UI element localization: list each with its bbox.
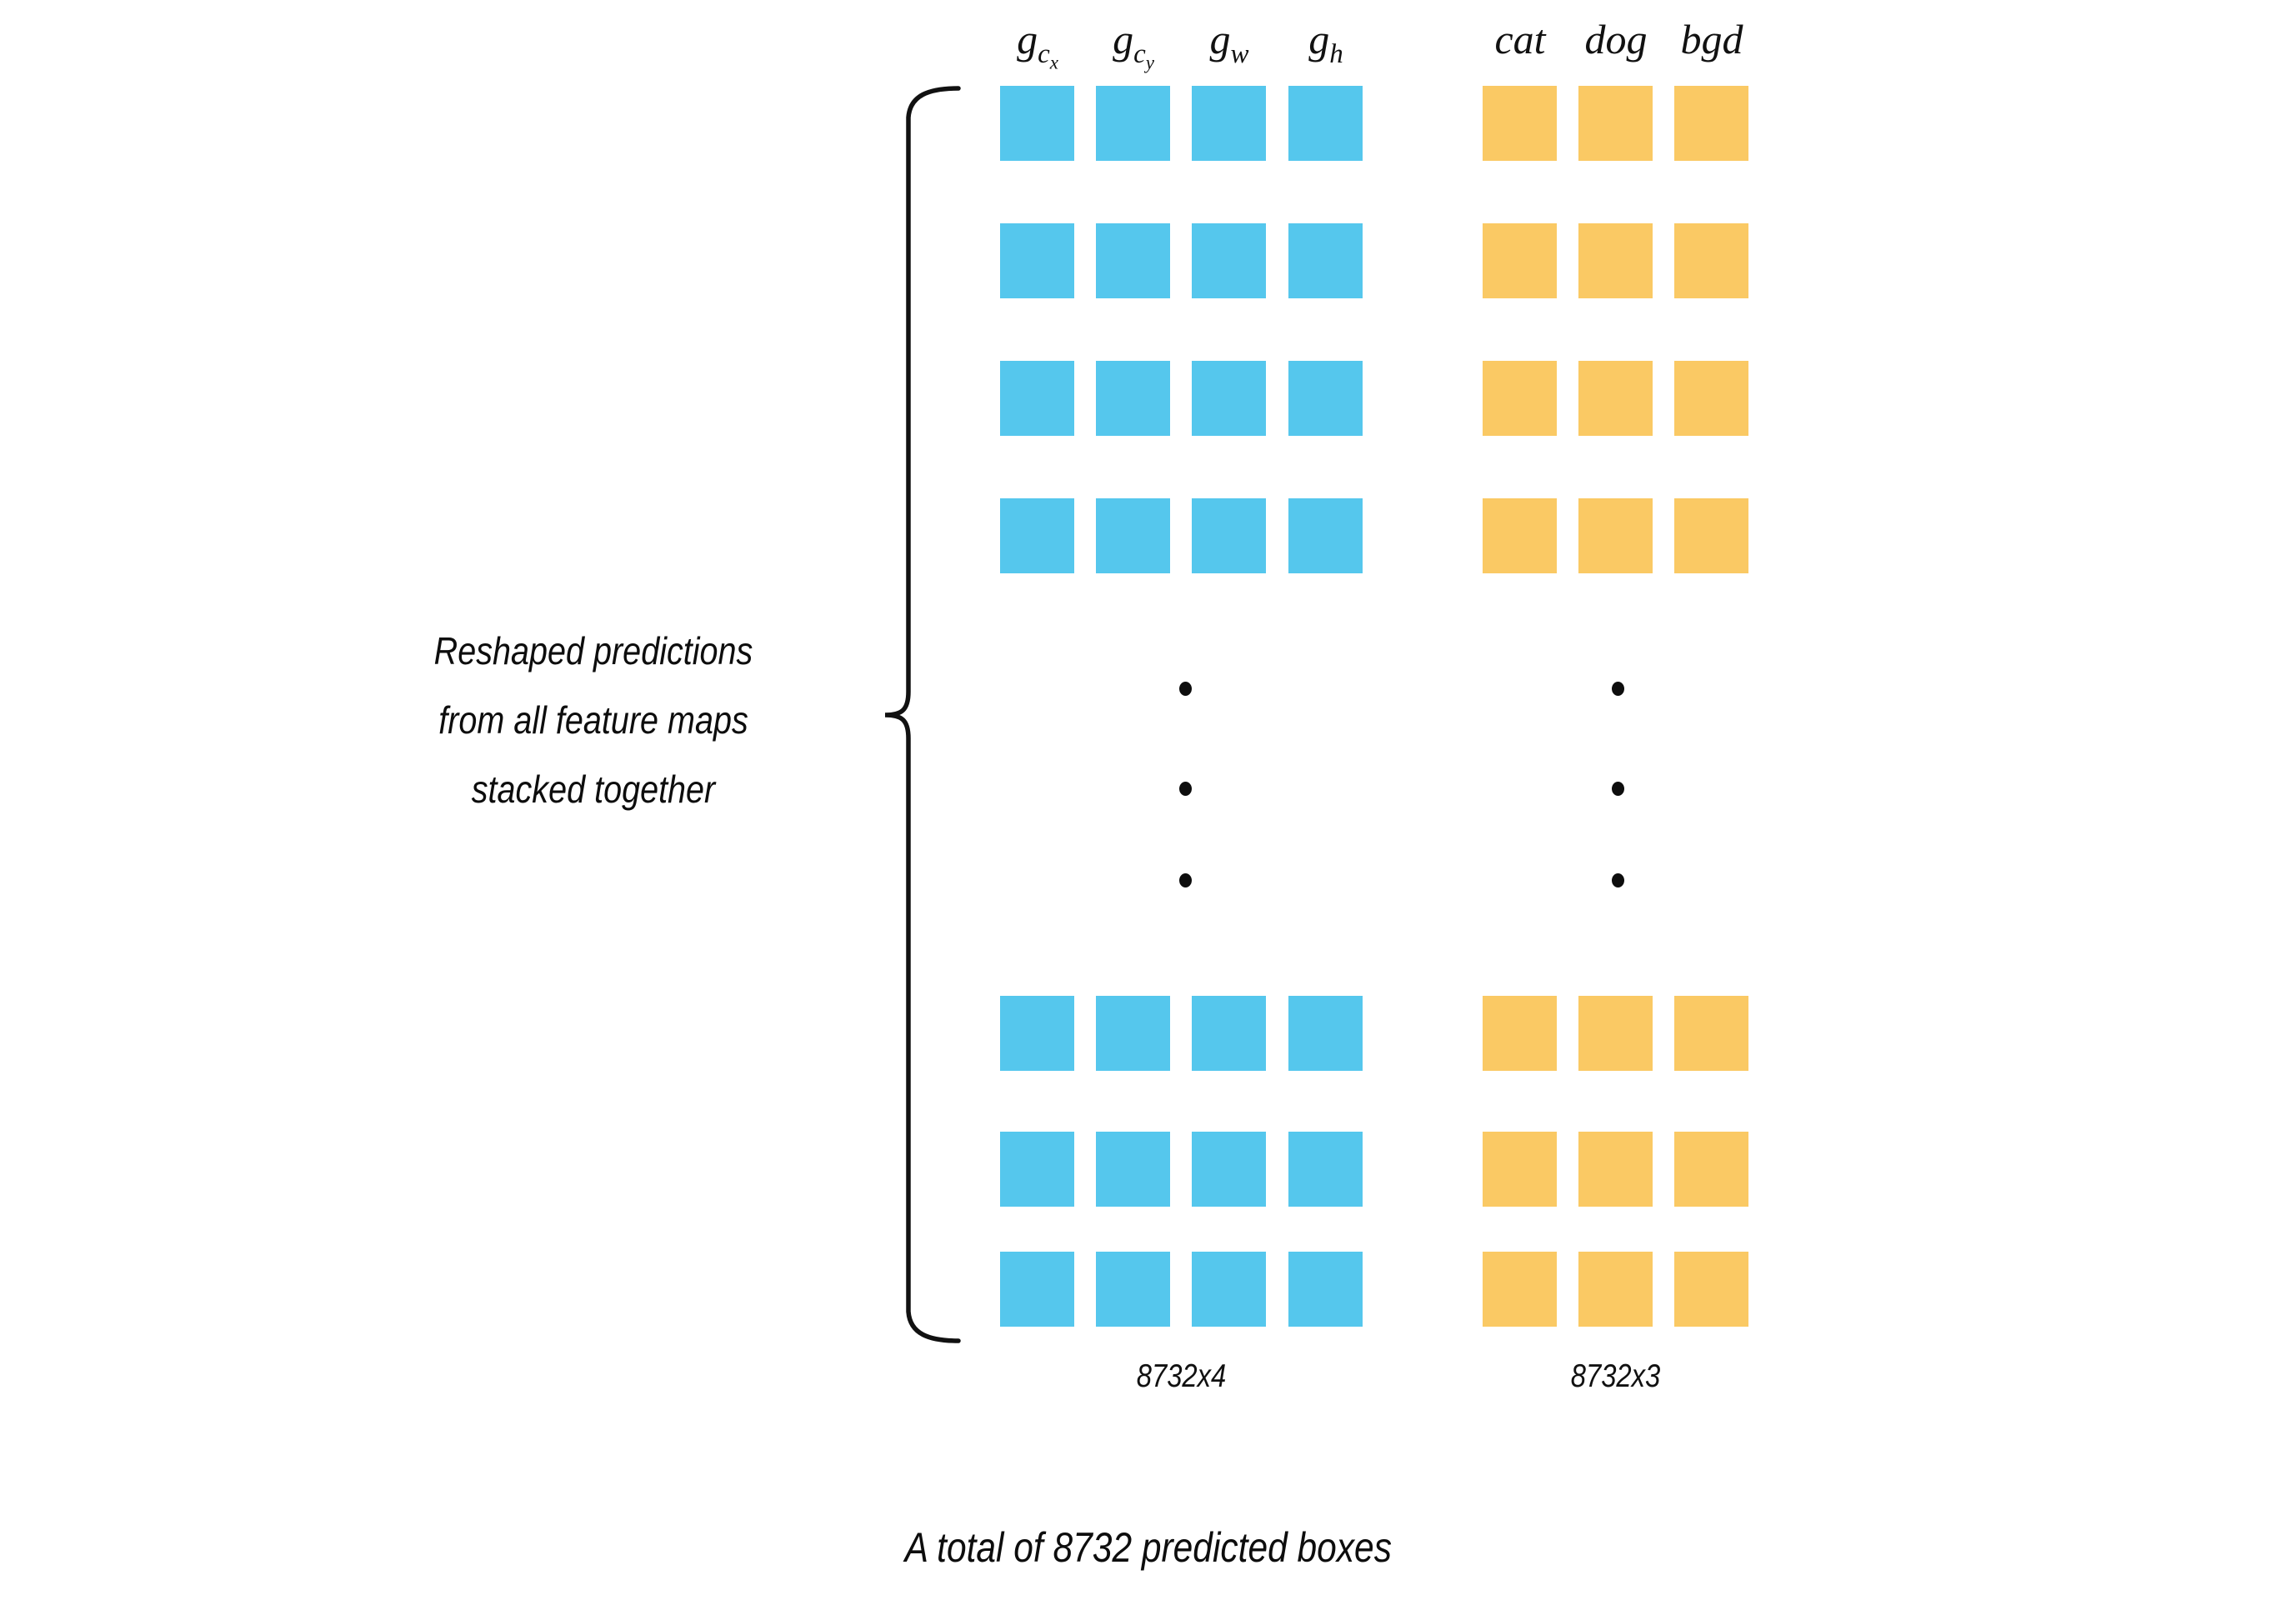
column-header-cat: cat	[1494, 16, 1546, 62]
side-label-line-1: Reshaped predictions	[433, 629, 753, 672]
figure-bottom-caption: A total of 8732 predicted boxes	[0, 1523, 2296, 1572]
prediction-cell-blue	[1288, 996, 1363, 1071]
prediction-cell-amber	[1674, 361, 1748, 436]
ellipsis-dot-blue	[1179, 873, 1192, 888]
column-header-g-h-sub: h	[1329, 39, 1343, 69]
prediction-cell-amber	[1483, 1132, 1557, 1207]
prediction-cell-amber	[1674, 1252, 1748, 1327]
prediction-cell-amber	[1674, 996, 1748, 1071]
prediction-cell-blue	[1192, 86, 1266, 161]
prediction-cell-amber	[1578, 498, 1653, 573]
prediction-cell-blue	[1000, 86, 1074, 161]
prediction-cell-amber	[1483, 1252, 1557, 1327]
column-header-g-cx: gcx	[988, 15, 1088, 74]
column-header-g-cy: gcy	[1083, 15, 1183, 74]
column-header-g-cy-sub2: y	[1145, 52, 1154, 73]
prediction-cell-amber	[1483, 361, 1557, 436]
prediction-cell-amber	[1674, 1132, 1748, 1207]
prediction-cell-blue	[1096, 498, 1170, 573]
column-header-g-w-base: g	[1209, 16, 1231, 62]
prediction-cell-blue	[1192, 996, 1266, 1071]
prediction-cell-amber	[1578, 996, 1653, 1071]
ellipsis-dot-amber	[1612, 782, 1624, 796]
prediction-cell-amber	[1483, 86, 1557, 161]
column-header-g-cy-base: g	[1113, 16, 1134, 62]
grouping-brace-icon	[884, 86, 961, 1343]
side-label: Reshaped predictions from all feature ma…	[378, 617, 808, 824]
prediction-cell-amber	[1674, 86, 1748, 161]
column-header-g-w-sub: w	[1230, 39, 1249, 69]
prediction-cell-blue	[1000, 1252, 1074, 1327]
prediction-cell-amber	[1674, 498, 1748, 573]
prediction-cell-amber	[1674, 223, 1748, 298]
column-header-g-h: gh	[1276, 15, 1376, 70]
prediction-cell-blue	[1192, 1132, 1266, 1207]
prediction-cell-blue	[1096, 996, 1170, 1071]
column-header-g-h-base: g	[1308, 16, 1330, 62]
prediction-cell-blue	[1192, 361, 1266, 436]
column-header-g-cx-sub2: x	[1049, 52, 1058, 73]
column-header-bgd: bgd	[1680, 16, 1743, 62]
prediction-cell-amber	[1578, 1132, 1653, 1207]
prediction-cell-blue	[1000, 1132, 1074, 1207]
figure-bottom-caption-text: A total of 8732 predicted boxes	[904, 1524, 1392, 1571]
prediction-cell-blue	[1192, 1252, 1266, 1327]
group-caption-classification: 8732x3	[1570, 1358, 1661, 1394]
ellipsis-dot-blue	[1179, 782, 1192, 796]
prediction-cell-blue	[1288, 361, 1363, 436]
side-label-line-3: stacked together	[471, 768, 716, 811]
ellipsis-dot-amber	[1612, 682, 1624, 696]
prediction-cell-amber	[1578, 86, 1653, 161]
prediction-cell-blue	[1192, 223, 1266, 298]
prediction-cell-amber	[1483, 498, 1557, 573]
prediction-cell-amber	[1483, 223, 1557, 298]
group-caption-localization: 8732x4	[1136, 1358, 1227, 1394]
column-header-g-cy-sub: c	[1133, 39, 1146, 69]
prediction-cell-amber	[1578, 361, 1653, 436]
prediction-cell-amber	[1578, 1252, 1653, 1327]
prediction-cell-blue	[1000, 361, 1074, 436]
prediction-cell-blue	[1000, 996, 1074, 1071]
column-header-dog: dog	[1584, 16, 1648, 62]
column-header-g-w: gw	[1179, 15, 1279, 70]
prediction-cell-blue	[1288, 223, 1363, 298]
prediction-cell-blue	[1000, 223, 1074, 298]
prediction-cell-blue	[1288, 86, 1363, 161]
prediction-cell-blue	[1288, 1252, 1363, 1327]
prediction-cell-blue	[1096, 361, 1170, 436]
column-header-g-cx-base: g	[1017, 16, 1038, 62]
ellipsis-dot-blue	[1179, 682, 1192, 696]
prediction-cell-blue	[1096, 1132, 1170, 1207]
ellipsis-dot-amber	[1612, 873, 1624, 888]
prediction-cell-amber	[1483, 996, 1557, 1071]
prediction-cell-blue	[1192, 498, 1266, 573]
prediction-cell-blue	[1288, 1132, 1363, 1207]
prediction-cell-blue	[1096, 1252, 1170, 1327]
prediction-cell-blue	[1000, 498, 1074, 573]
prediction-cell-blue	[1288, 498, 1363, 573]
side-label-line-2: from all feature maps	[438, 698, 748, 742]
prediction-cell-blue	[1096, 223, 1170, 298]
prediction-cell-amber	[1578, 223, 1653, 298]
column-header-g-cx-sub: c	[1038, 39, 1050, 69]
prediction-cell-blue	[1096, 86, 1170, 161]
